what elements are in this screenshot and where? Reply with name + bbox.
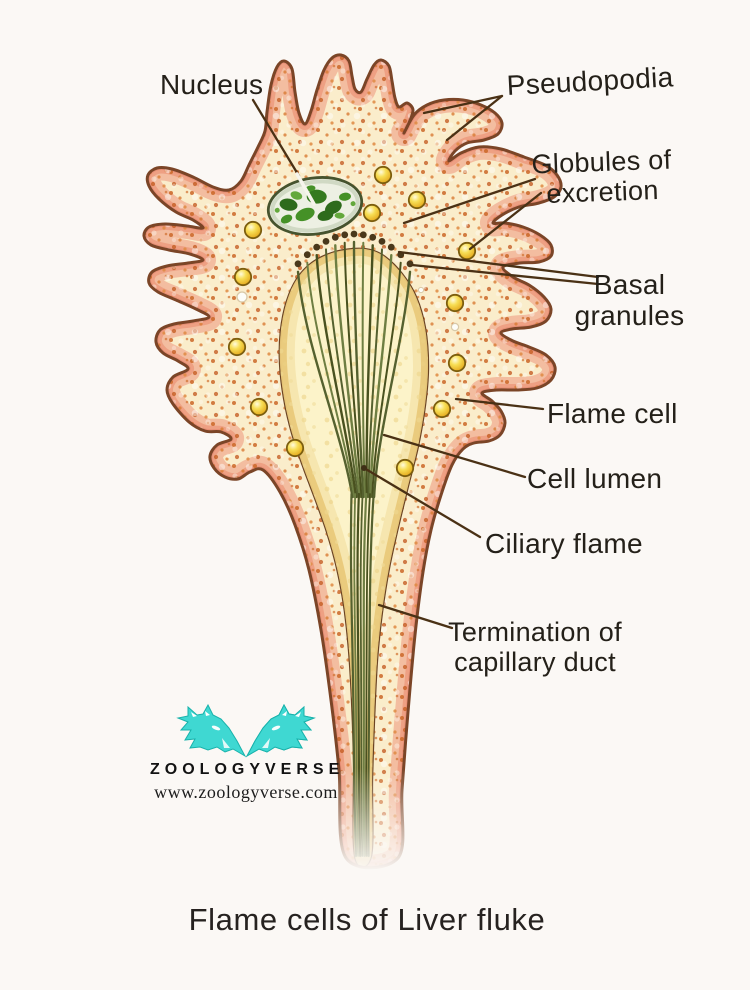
vesicles xyxy=(236,286,460,332)
label-ciliary-flame: Ciliary flame xyxy=(485,528,643,559)
leader-cell-lumen xyxy=(382,433,527,479)
leader-flame-cell xyxy=(454,397,545,411)
watermark: ZOOLOGYVERSE www.zoologyverse.com xyxy=(150,703,345,803)
leader-pseudopodia-2 xyxy=(445,94,504,142)
wolf-heads-icon xyxy=(176,703,315,758)
label-termination-of-capillary-duct: Termination of capillary duct xyxy=(448,617,622,677)
label-flame-cell: Flame cell xyxy=(547,398,678,429)
label-cell-lumen: Cell lumen xyxy=(527,463,663,494)
leader-ciliary-flame xyxy=(362,466,482,539)
leader-pseudopodia-1 xyxy=(422,94,504,115)
label-nucleus: Nucleus xyxy=(160,69,264,100)
figure-title: Flame cells of Liver fluke xyxy=(188,902,546,937)
leader-lines xyxy=(251,94,600,630)
nucleus-graphic xyxy=(266,176,364,236)
leader-nucleus-inner-highlight xyxy=(295,172,316,206)
leader-termination xyxy=(377,603,454,630)
watermark-website: www.zoologyverse.com xyxy=(154,782,338,802)
label-globules-of-excretion: Globules of excretion xyxy=(531,144,672,209)
ciliary-flame-tuft xyxy=(296,240,412,858)
leader-nucleus xyxy=(251,98,301,178)
leader-globules-2 xyxy=(468,191,543,251)
leader-basal-granules-2 xyxy=(410,263,600,286)
watermark-brand: ZOOLOGYVERSE xyxy=(150,761,345,778)
ciliary-flame-pointer-dot xyxy=(361,465,367,471)
label-basal-granules: Basal granules xyxy=(574,269,685,331)
leader-globules-1 xyxy=(402,177,537,225)
leader-basal-granules-1 xyxy=(397,250,600,279)
